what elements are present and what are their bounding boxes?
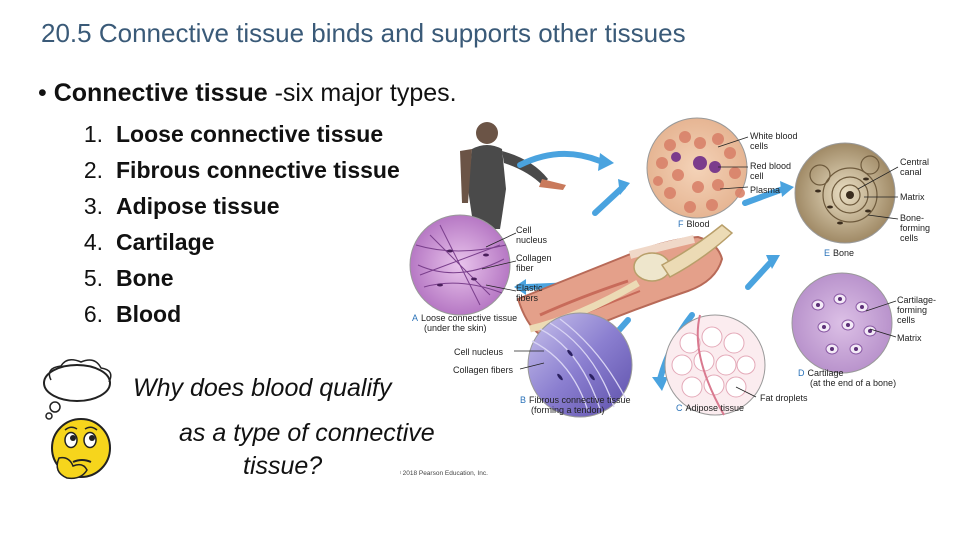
bullet-term: Connective tissue	[53, 79, 268, 107]
item-number: 6.	[83, 300, 103, 327]
copyright-notice: © 2018 Pearson Education, Inc.	[400, 469, 488, 477]
thinking-face-icon	[43, 359, 112, 480]
item-label: Blood	[116, 300, 182, 327]
item-label: Loose connective tissue	[116, 120, 384, 147]
question-line-2: as a type of connective	[179, 419, 435, 447]
item-label: Adipose tissue	[116, 192, 280, 219]
item-label: Fibrous connective tissue	[116, 156, 400, 183]
blood-micrograph	[646, 117, 748, 219]
loose-tissue-micrograph	[409, 214, 511, 316]
item-number: 3.	[83, 192, 103, 219]
adipose-tissue-micrograph	[664, 314, 766, 416]
item-label: Cartilage	[116, 228, 215, 255]
question-line-3: tissue?	[243, 452, 323, 480]
cartilage-micrograph	[791, 272, 893, 374]
intro-bullet: • Connective tissue -six major types.	[38, 79, 457, 107]
label-matrix-bone: Matrix	[900, 192, 925, 202]
label-collagen-fibers: Collagen fibers	[453, 365, 514, 375]
label-plasma: Plasma	[750, 185, 780, 195]
tissue-types-list: 1. Loose connective tissue 2. Fibrous conn…	[70, 116, 400, 332]
person-illustration	[460, 122, 566, 229]
item-label: Bone	[116, 264, 174, 291]
slide-title: 20.5 Connective tissue binds and support…	[41, 18, 686, 48]
fibrous-tissue-micrograph	[527, 312, 633, 418]
label-matrix-cartilage: Matrix	[897, 333, 922, 343]
list-item: 3. Adipose tissue	[70, 188, 400, 224]
list-item: 5. Bone	[70, 260, 400, 296]
item-number: 4.	[83, 228, 103, 255]
question-line-1: Why does blood qualify	[133, 374, 392, 402]
item-number: 5.	[83, 264, 103, 291]
bullet-rest: -six major types.	[267, 79, 457, 107]
item-number: 2.	[83, 156, 103, 183]
bone-micrograph	[794, 142, 896, 244]
leader-lines	[481, 136, 899, 398]
item-number: 1.	[83, 120, 103, 147]
label-cell-nucleus-b: Cell nucleus	[454, 347, 504, 357]
list-item: 1. Loose connective tissue	[70, 116, 400, 152]
list-item: 4. Cartilage	[70, 224, 400, 260]
list-item: 2. Fibrous connective tissue	[70, 152, 400, 188]
label-fat-droplets: Fat droplets	[760, 393, 808, 403]
list-item: 6. Blood	[70, 296, 400, 332]
